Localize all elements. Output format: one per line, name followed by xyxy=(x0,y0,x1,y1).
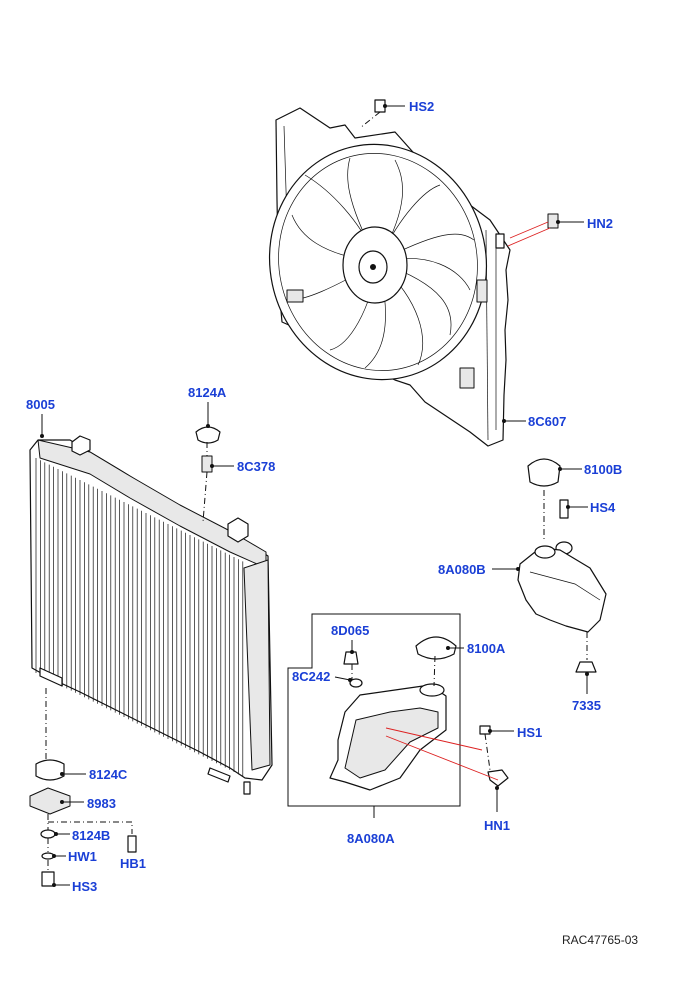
callout-8a080a: 8A080A xyxy=(347,831,395,846)
callout-8c242: 8C242 xyxy=(292,669,330,684)
lower-mount-stack xyxy=(29,688,137,887)
callout-8124c: 8124C xyxy=(89,767,128,782)
callout-8124a: 8124A xyxy=(188,385,227,400)
drawing-reference: RAC47765-03 xyxy=(562,933,638,947)
hs1-hn1-hardware xyxy=(385,725,509,787)
callouts: HS2 HN2 8C607 8005 8124A 8C378 8100B HS4… xyxy=(26,99,622,894)
callout-hs4: HS4 xyxy=(590,500,616,515)
callout-hn2: HN2 xyxy=(587,216,613,231)
callout-8c378: 8C378 xyxy=(237,459,275,474)
expansion-tank-b xyxy=(517,458,607,673)
mount-grommet-upper xyxy=(195,426,221,523)
callout-7335: 7335 xyxy=(572,698,601,713)
callout-hs3: HS3 xyxy=(72,879,97,894)
callout-8124b: 8124B xyxy=(72,828,110,843)
callout-8983: 8983 xyxy=(87,796,116,811)
callout-hs1: HS1 xyxy=(517,725,542,740)
fan-shroud-assembly xyxy=(268,107,511,447)
callout-8100b: 8100B xyxy=(584,462,622,477)
callout-8a080b: 8A080B xyxy=(438,562,486,577)
callout-hw1: HW1 xyxy=(68,849,97,864)
callout-hs2: HS2 xyxy=(409,99,434,114)
callout-8100a: 8100A xyxy=(467,641,506,656)
callout-8c607: 8C607 xyxy=(528,414,566,429)
expansion-tank-a-group xyxy=(287,613,461,818)
callout-hn1: HN1 xyxy=(484,818,510,833)
radiator xyxy=(29,435,273,795)
callout-8005: 8005 xyxy=(26,397,55,412)
callout-hb1: HB1 xyxy=(120,856,146,871)
callout-8d065: 8D065 xyxy=(331,623,369,638)
